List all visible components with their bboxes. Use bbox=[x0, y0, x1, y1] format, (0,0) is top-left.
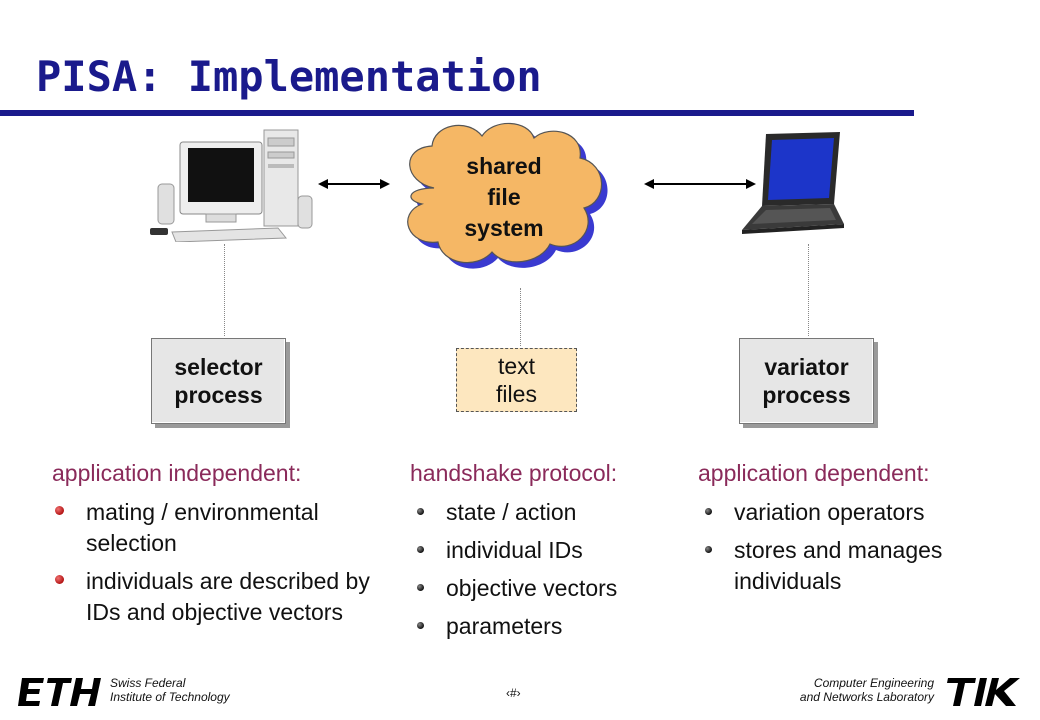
laptop-icon bbox=[742, 132, 844, 234]
footer-left: Swiss Federal Institute of Technology bbox=[110, 676, 230, 704]
double-arrow-right-icon bbox=[644, 179, 756, 189]
eth-logo bbox=[18, 678, 101, 706]
footer-right-line: Computer Engineering bbox=[813, 676, 934, 690]
text-files-box: text files bbox=[456, 348, 577, 412]
bullet-icon bbox=[417, 584, 424, 591]
desktop-computer-icon bbox=[150, 129, 313, 242]
list-item: objective vectors bbox=[417, 573, 686, 604]
list-item: individual IDs bbox=[417, 535, 686, 566]
double-arrow-left-icon bbox=[318, 179, 390, 189]
footer-left-line: Swiss Federal bbox=[110, 676, 186, 690]
footer-left-line: Institute of Technology bbox=[110, 690, 230, 704]
box-label-line: variator bbox=[764, 354, 849, 380]
connector-line bbox=[808, 244, 809, 336]
middle-bullet-list: state / action individual IDs objective … bbox=[417, 497, 686, 649]
cloud-shape bbox=[407, 122, 608, 269]
box-label-line: process bbox=[174, 382, 263, 408]
box-label-line: process bbox=[762, 382, 851, 408]
page-number: ‹#› bbox=[506, 686, 521, 700]
bullet-icon bbox=[55, 506, 64, 515]
right-bullet-list: variation operators stores and manages i… bbox=[705, 497, 994, 604]
list-item: individuals are described by IDs and obj… bbox=[55, 566, 376, 628]
footer-right-line: and Networks Laboratory bbox=[799, 690, 934, 704]
left-column-heading: application independent: bbox=[52, 460, 302, 486]
footer-right: Computer Engineering and Networks Labora… bbox=[736, 676, 934, 704]
connector-line bbox=[520, 288, 521, 346]
box-label-line: text bbox=[497, 353, 536, 379]
tik-logo bbox=[947, 678, 1020, 706]
title-underline bbox=[0, 110, 914, 116]
left-bullet-list: mating / environmental selection individ… bbox=[55, 497, 376, 635]
cloud-label-line: shared bbox=[466, 153, 542, 179]
slide-title: PISA: Implementation bbox=[36, 52, 542, 101]
list-item-text: parameters bbox=[446, 613, 563, 639]
bullet-icon bbox=[417, 546, 424, 553]
selector-process-box: selector process bbox=[151, 338, 286, 424]
variator-process-box: variator process bbox=[739, 338, 874, 424]
list-item-text: state / action bbox=[446, 499, 577, 525]
cloud-label-line: system bbox=[464, 215, 544, 241]
list-item-text: mating / environmental selection bbox=[86, 499, 319, 556]
middle-column-heading: handshake protocol: bbox=[410, 460, 618, 486]
list-item-text: stores and manages individuals bbox=[734, 537, 943, 594]
list-item: parameters bbox=[417, 611, 686, 642]
cloud-label-line: file bbox=[487, 184, 521, 210]
box-label-line: files bbox=[496, 381, 537, 407]
bullet-icon bbox=[705, 508, 712, 515]
list-item-text: variation operators bbox=[734, 499, 925, 525]
list-item-text: objective vectors bbox=[446, 575, 618, 601]
list-item-text: individuals are described by IDs and obj… bbox=[86, 568, 370, 625]
bullet-icon bbox=[417, 508, 424, 515]
connector-line bbox=[224, 244, 225, 336]
list-item: stores and manages individuals bbox=[705, 535, 994, 597]
list-item: mating / environmental selection bbox=[55, 497, 376, 559]
bullet-icon bbox=[55, 575, 64, 584]
bullet-icon bbox=[417, 622, 424, 629]
bullet-icon bbox=[705, 546, 712, 553]
right-column-heading: application dependent: bbox=[698, 460, 930, 486]
list-item-text: individual IDs bbox=[446, 537, 583, 563]
list-item: variation operators bbox=[705, 497, 994, 528]
cloud-label: shared file system bbox=[434, 151, 574, 244]
list-item: state / action bbox=[417, 497, 686, 528]
box-label-line: selector bbox=[174, 354, 263, 380]
